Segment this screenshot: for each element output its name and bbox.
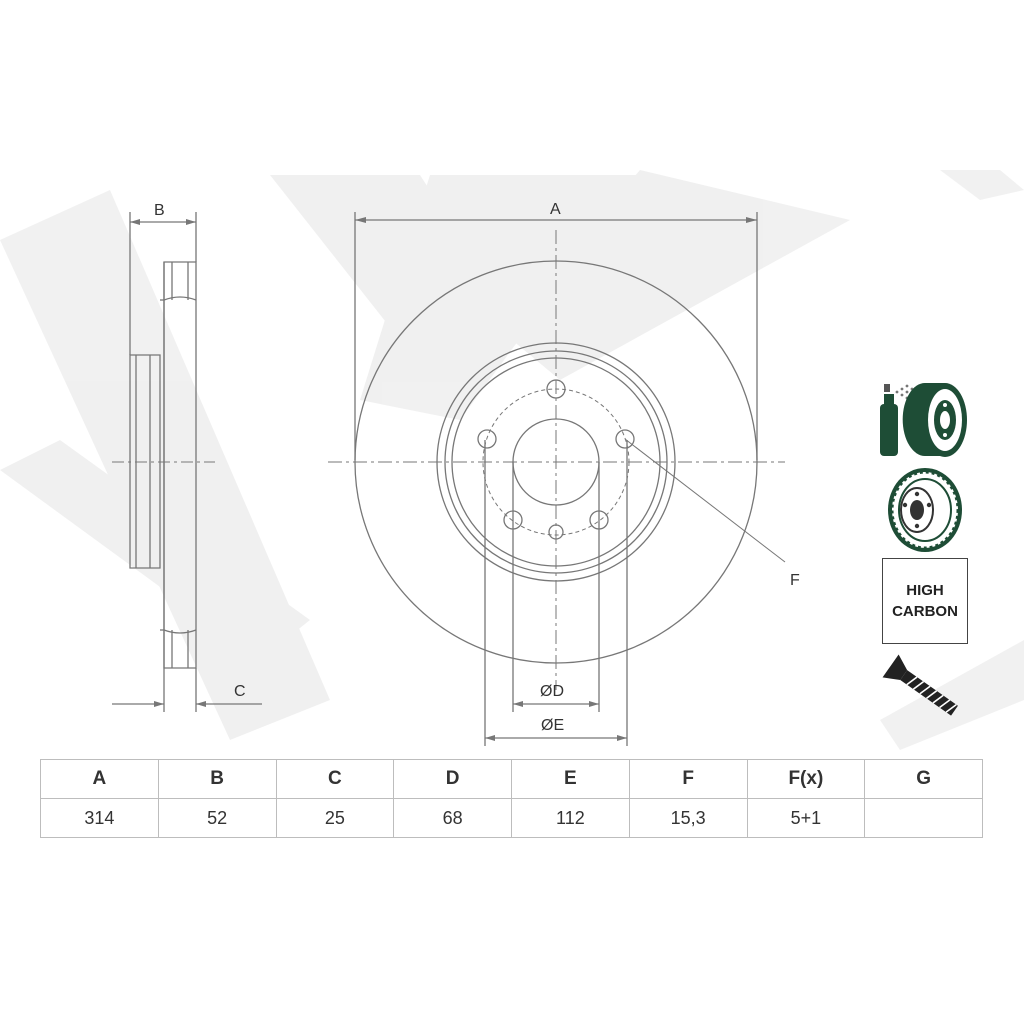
front-view: [328, 212, 786, 746]
screw-icon: [882, 654, 958, 716]
spec-header-row: A B C D E F F(x) G: [40, 759, 983, 799]
badge-line-1: HIGH: [906, 582, 944, 599]
value-b: 52: [157, 798, 277, 838]
dim-label-e: ØE: [541, 717, 564, 734]
header-c: C: [275, 759, 395, 799]
header-a: A: [40, 759, 159, 799]
value-d: 68: [393, 798, 512, 838]
header-b: B: [157, 759, 277, 799]
technical-drawing: B C: [0, 170, 1024, 750]
coating-spray-icon: [880, 383, 967, 457]
header-fx: F(x): [746, 759, 866, 799]
value-fx: 5+1: [746, 798, 866, 838]
value-g: [864, 798, 983, 838]
dim-label-b: B: [154, 202, 165, 219]
badge-line-2: CARBON: [892, 603, 958, 620]
spec-table: A B C D E F F(x) G 314 52 25 68 112 15,3…: [40, 759, 983, 838]
dim-label-c: C: [234, 683, 246, 700]
value-a: 314: [40, 798, 159, 838]
bolt-hole: [477, 429, 497, 449]
dim-label-a: A: [550, 201, 561, 218]
header-e: E: [511, 759, 630, 799]
watermark-stripes: [0, 170, 1024, 750]
vented-disc-icon: [888, 468, 962, 552]
bolt-hole: [615, 429, 635, 449]
dim-label-d: ØD: [540, 683, 564, 700]
header-d: D: [393, 759, 512, 799]
header-f: F: [628, 759, 748, 799]
side-view: [112, 212, 262, 712]
value-f: 15,3: [628, 798, 748, 838]
value-c: 25: [275, 798, 395, 838]
spec-value-row: 314 52 25 68 112 15,3 5+1: [40, 798, 983, 838]
header-g: G: [864, 759, 983, 799]
value-e: 112: [511, 798, 630, 838]
dim-label-f: F: [790, 572, 800, 589]
high-carbon-badge: HIGH CARBON: [882, 558, 968, 644]
